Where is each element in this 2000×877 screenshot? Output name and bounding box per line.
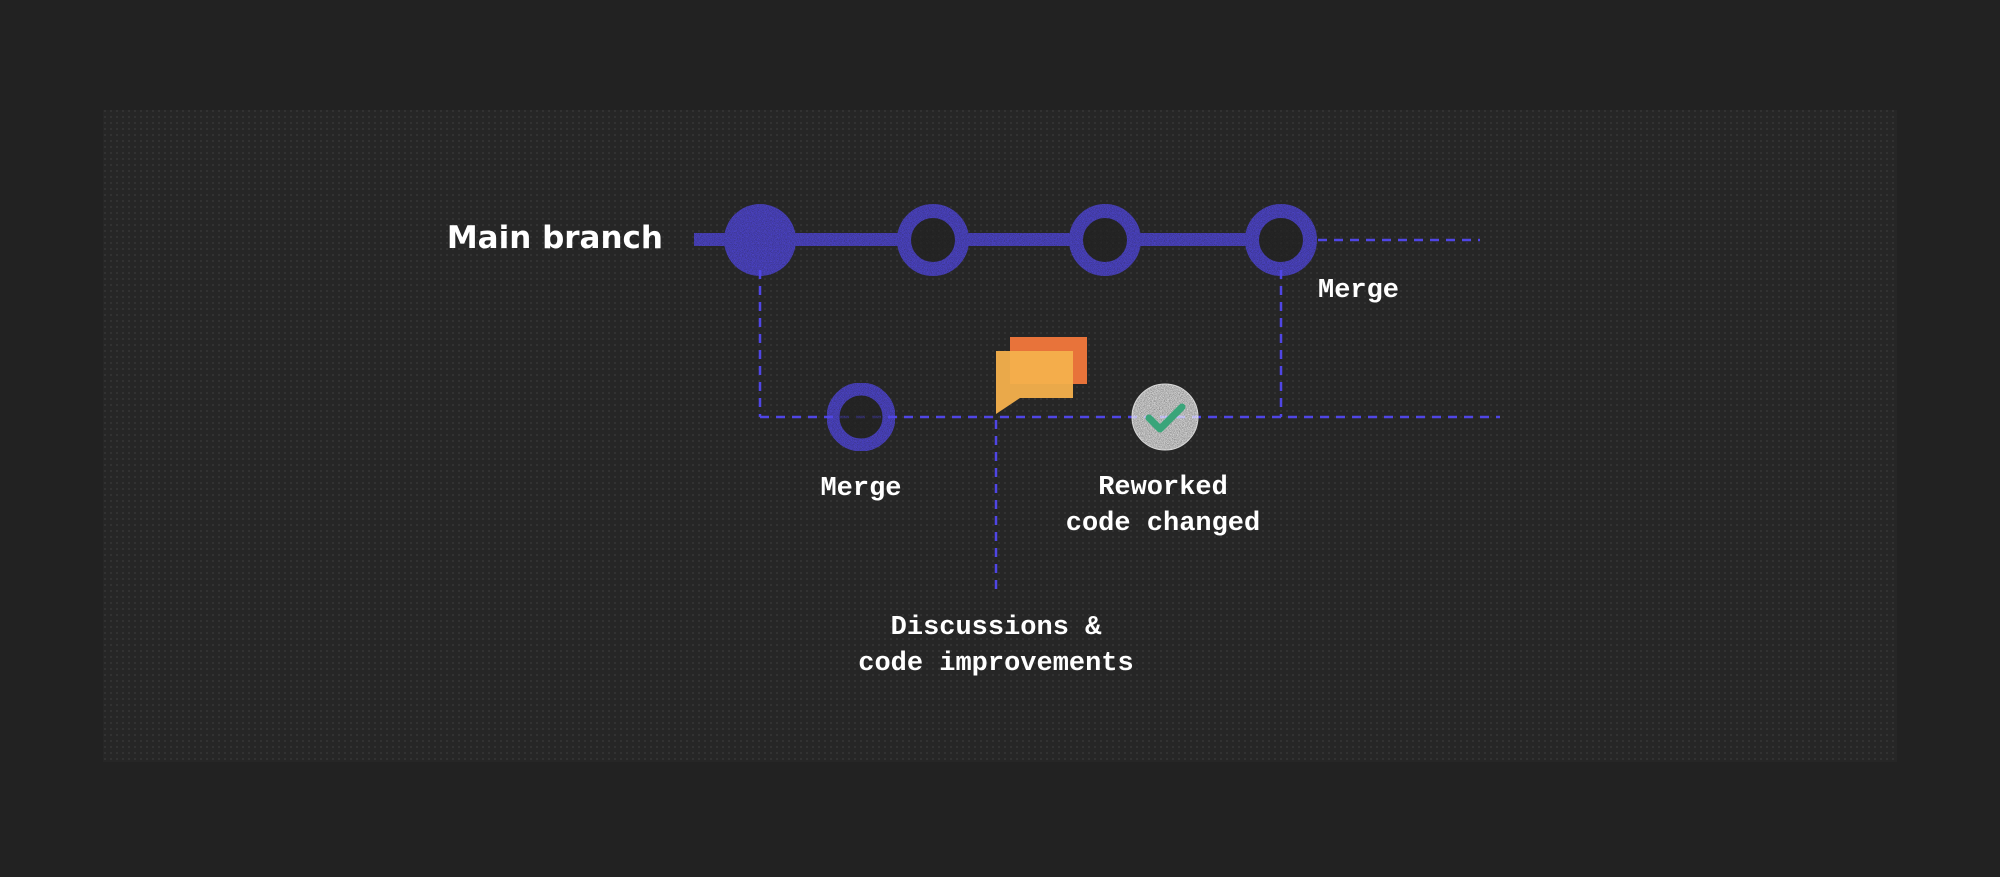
feature-branch [826,382,896,452]
discussions-label-line2: code improvements [858,649,1133,679]
checkmark-icon [1131,383,1199,451]
check-mark [1145,403,1186,433]
feature-commit-node [826,382,896,452]
main-branch-label: Main branch [447,220,663,256]
discussions-label-line1: Discussions & [891,613,1102,643]
check-circle [1132,384,1198,450]
commit-node-2 [897,204,969,276]
commit-node-start [724,204,796,276]
main-branch [694,204,1317,276]
comment-bubble-front [996,351,1073,414]
reworked-label-line2: code changed [1066,509,1260,539]
merge-top-label: Merge [1318,276,1399,306]
merge-bottom-label: Merge [820,474,901,504]
comment-bubbles-icon [996,337,1087,414]
commit-node-merge [1245,204,1317,276]
reworked-label-line1: Reworked [1098,473,1228,503]
commit-node-3 [1069,204,1141,276]
dashed-connectors [758,238,1500,590]
background-panel [103,110,1897,762]
